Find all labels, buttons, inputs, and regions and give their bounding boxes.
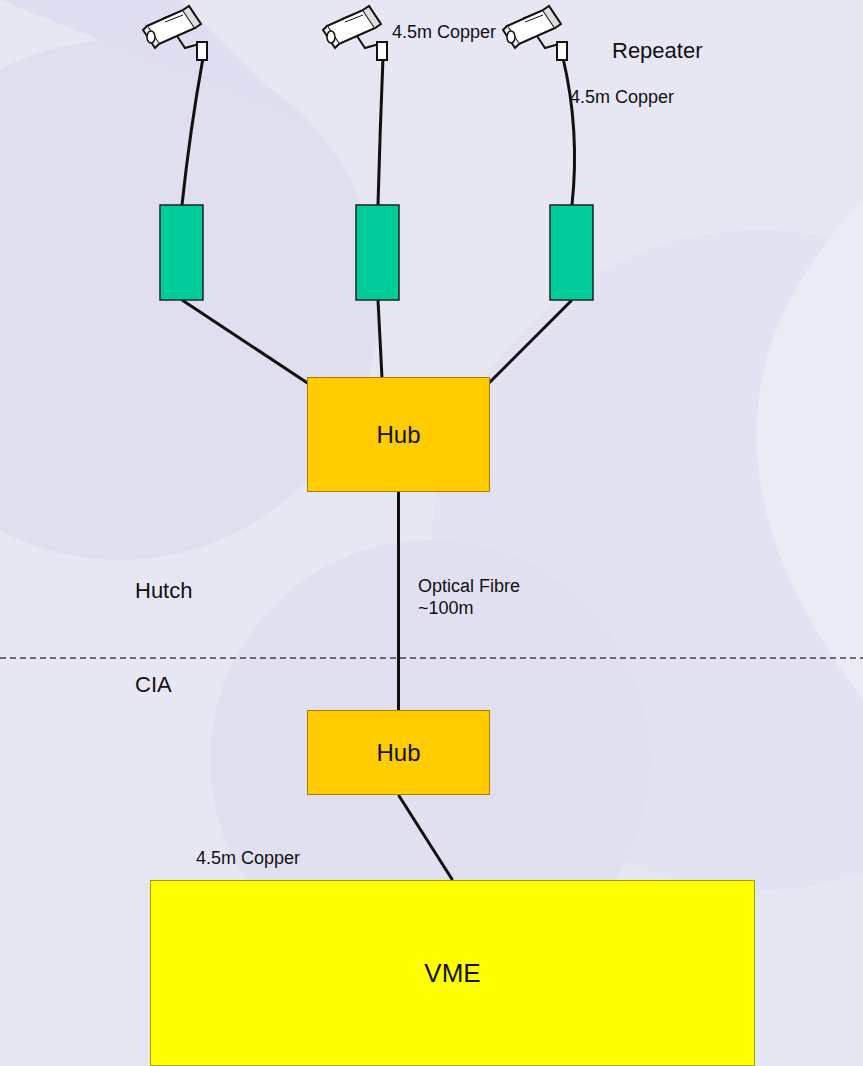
- node-label: VME: [424, 958, 480, 989]
- fibre-link: [397, 492, 400, 710]
- repeater-box: [160, 205, 203, 300]
- copper-link: [399, 795, 453, 880]
- repeater-box: [356, 205, 399, 300]
- wire: [378, 300, 382, 378]
- decor-shape: [757, 200, 863, 700]
- repeater-box: [550, 205, 593, 300]
- text-label: 4.5m Copper: [570, 87, 674, 108]
- wire: [488, 300, 572, 384]
- hub-box: Hub: [307, 377, 490, 492]
- camera-icon: [143, 6, 207, 60]
- hub-box: Hub: [307, 710, 490, 795]
- edge-label: 4.5m Copper: [196, 848, 336, 870]
- text-label: CIA: [135, 672, 172, 697]
- node-label: Hub: [376, 421, 420, 449]
- decor-shape: [0, 0, 300, 120]
- text-label: Repeater: [612, 38, 703, 63]
- wire: [563, 58, 575, 205]
- wire: [182, 58, 203, 205]
- wire: [378, 58, 383, 205]
- edge-label: Optical Fibre ~100m: [418, 576, 536, 619]
- text-label: Hutch: [135, 578, 192, 603]
- text-label: 4.5m Copper: [392, 22, 496, 43]
- camera-icon: [503, 6, 567, 60]
- wire: [182, 300, 309, 384]
- vme-box: VME: [150, 880, 755, 1066]
- camera-icon: [323, 6, 387, 60]
- boundary-line: [0, 657, 863, 659]
- node-label: Hub: [376, 739, 420, 767]
